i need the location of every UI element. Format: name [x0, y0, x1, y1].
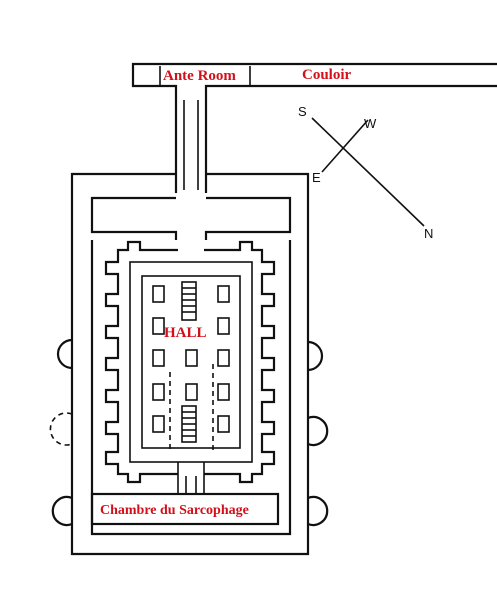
outer-enclosure — [70, 172, 310, 556]
sarcophagus-label: Chambre du Sarcophage — [100, 503, 249, 518]
sarcophagus-chamber — [90, 492, 280, 526]
compass-n-label: N — [424, 226, 433, 241]
side-niches — [49, 338, 329, 527]
compass-w-label: W — [364, 116, 377, 131]
hall-chamber — [104, 240, 276, 494]
compass-s-label: S — [298, 104, 307, 119]
hall-label: HALL — [164, 325, 207, 341]
couloir-corridor — [131, 62, 497, 193]
couloir-label: Couloir — [302, 67, 352, 83]
ante-room-label: Ante Room — [163, 68, 236, 84]
compass-e-label: E — [312, 170, 321, 185]
compass-rose: S W E N — [298, 104, 433, 241]
